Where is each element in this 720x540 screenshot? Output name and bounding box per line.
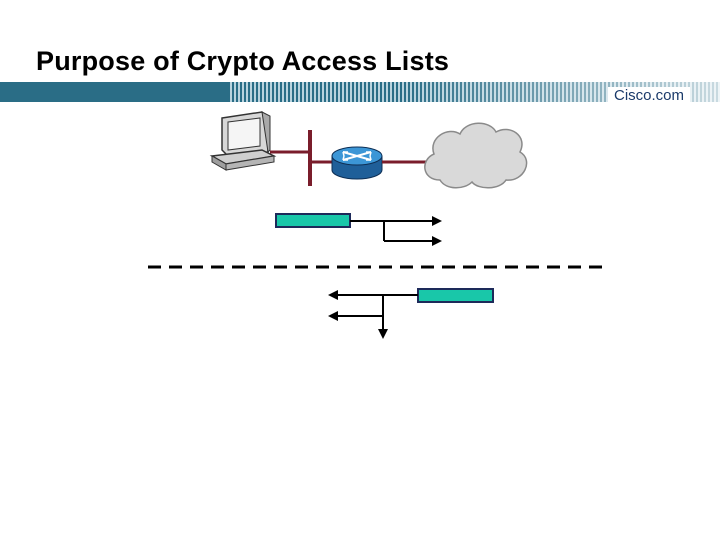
brand-logo-text: Cisco.com (607, 87, 690, 104)
ethernet-segment (270, 130, 334, 186)
inbound-flow (328, 288, 494, 339)
inbound-packet (417, 288, 494, 303)
router-icon (331, 146, 383, 180)
workstation-icon (209, 111, 277, 171)
outbound-packet (275, 213, 351, 228)
cloud-icon (424, 122, 528, 189)
slide-title: Purpose of Crypto Access Lists (36, 46, 450, 76)
header-band (0, 82, 720, 102)
outbound-flow (275, 213, 442, 246)
